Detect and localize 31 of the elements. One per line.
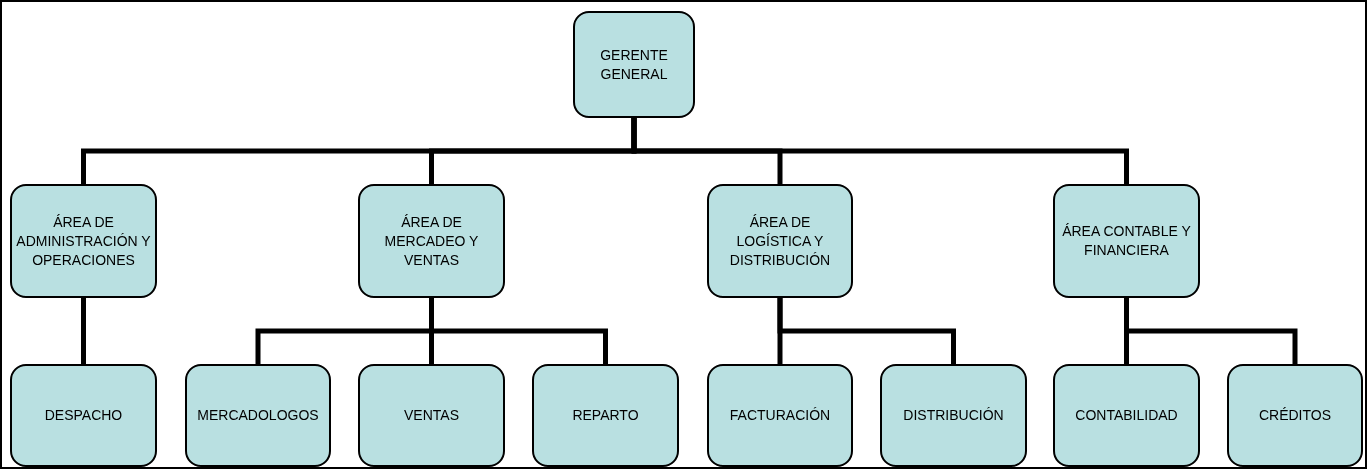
connector-line	[1124, 298, 1298, 364]
org-unit-box	[1227, 364, 1363, 467]
unit-name: CONTABILIDAD	[1075, 406, 1178, 425]
org-unit-box	[707, 364, 853, 467]
connector-line	[777, 298, 956, 364]
org-unit-box	[880, 364, 1027, 467]
org-unit-box	[1053, 184, 1200, 298]
unit-name: ÁREA CONTABLE Y FINANCIERA	[1061, 222, 1192, 260]
unit-name: CRÉDITOS	[1258, 406, 1332, 425]
unit-name: DISTRIBUCIÓN	[903, 406, 1004, 425]
org-unit-box	[358, 184, 505, 298]
connector-line	[81, 298, 86, 364]
org-unit-box	[358, 364, 505, 467]
org-unit-box	[10, 364, 157, 467]
unit-name: ÁREA DE ADMINISTRACIÓN Y OPERACIONES	[16, 212, 151, 270]
org-unit-box	[573, 11, 695, 118]
unit-name: GERENTE GENERAL	[599, 45, 669, 84]
unit-name: DESPACHO	[44, 406, 123, 425]
org-unit-box	[532, 364, 679, 467]
unit-name: ÁREA DE MERCADEO Y VENTAS	[383, 212, 480, 270]
org-unit-box	[707, 184, 853, 298]
org-unit-box	[10, 184, 157, 298]
unit-name: VENTAS	[404, 406, 459, 425]
connector-line	[631, 118, 1129, 184]
unit-name: REPARTO	[572, 406, 639, 425]
connector-line	[429, 298, 608, 364]
unit-name: ÁREA DE LOGÍSTICA Y DISTRIBUCIÓN	[728, 212, 832, 270]
unit-name: FACTURACIÓN	[729, 406, 831, 425]
org-unit-box	[1053, 364, 1200, 467]
org-unit-box	[185, 364, 331, 467]
unit-name: MERCADOLOGOS	[197, 406, 319, 425]
